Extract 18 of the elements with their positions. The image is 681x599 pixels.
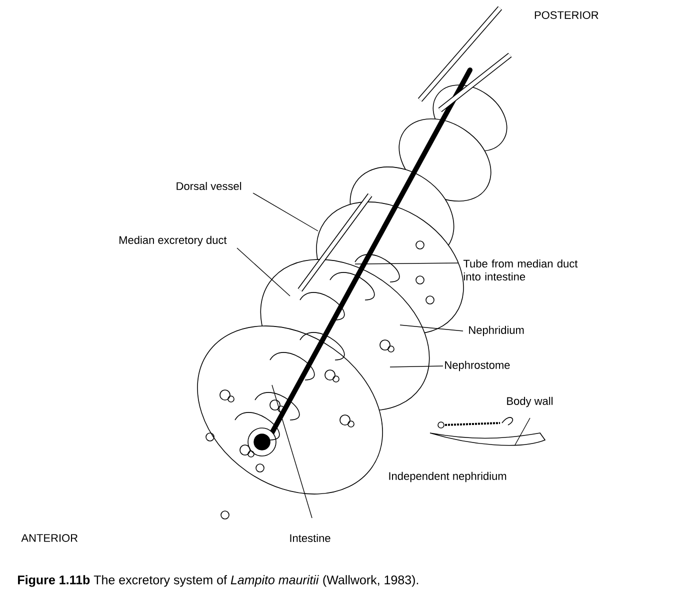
part-label: Intestine xyxy=(290,534,330,542)
leader-line xyxy=(390,366,444,368)
leader-line xyxy=(272,384,312,518)
direction-label: POSTERIOR xyxy=(534,11,598,19)
part-label: Nephridium xyxy=(469,326,524,336)
direction-label: ANTERIOR xyxy=(21,534,78,542)
leader-line xyxy=(236,248,290,296)
part-label: Dorsal vessel xyxy=(176,182,242,190)
leader-line xyxy=(514,418,530,446)
part-label: Tube from median duct into intestine xyxy=(463,259,578,281)
part-label: Median excretory duct xyxy=(120,236,227,246)
figure-caption: Figure 1.11b The excretory system of Lampito mauritii (Wallwork, 1983). xyxy=(18,575,418,587)
leader-line xyxy=(354,262,458,264)
part-label: Body wall xyxy=(507,396,553,408)
part-label: Nephrostome xyxy=(445,360,510,372)
part-label: Independent nephridium xyxy=(389,472,506,482)
leader-line xyxy=(400,324,464,332)
leader-line xyxy=(252,192,318,232)
